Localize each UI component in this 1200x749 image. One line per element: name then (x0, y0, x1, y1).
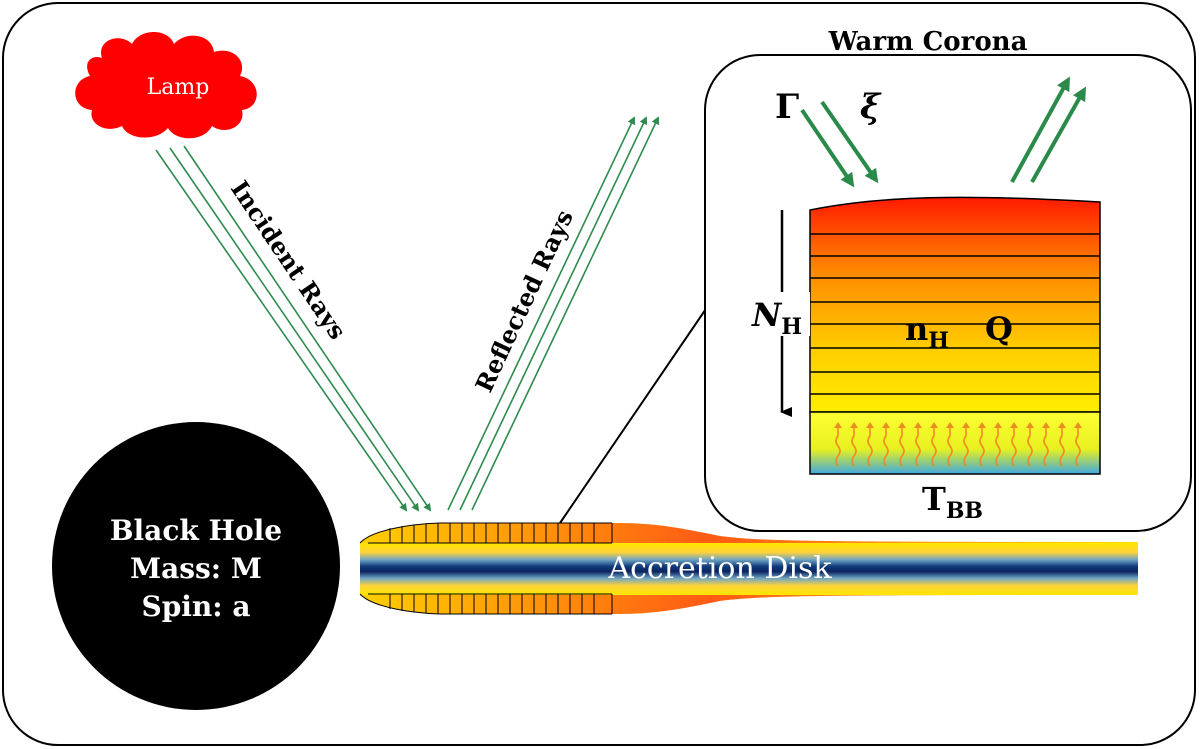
incident-rays (155, 145, 432, 512)
xi-label: ξ (860, 87, 882, 127)
temperature-label: TBB (922, 480, 983, 524)
lamp-cloud: Lamp (75, 32, 257, 139)
lamp-label: Lamp (147, 75, 210, 100)
corona-incoming-arrows (800, 100, 879, 188)
black-hole-spin: Spin: a (141, 590, 250, 623)
black-hole-mass: Mass: M (130, 552, 262, 585)
accretion-disk-label: Accretion Disk (607, 551, 832, 586)
density-label: nH (905, 310, 949, 354)
reflected-rays (447, 116, 660, 511)
blackbody-photons (835, 426, 1081, 467)
column-density-label: NH (751, 296, 802, 340)
warm-corona-panel: Warm Corona Γ ξ (704, 27, 1192, 532)
accretion-disk: Accretion Disk (359, 522, 1138, 615)
black-hole-title: Black Hole (110, 514, 282, 547)
corona-outgoing-arrows (1010, 76, 1086, 183)
warm-corona-title: Warm Corona (828, 27, 1028, 57)
blackbody-layer (809, 411, 1101, 475)
gamma-label: Γ (775, 87, 799, 127)
heating-label: Q (985, 310, 1013, 348)
black-hole: Black Hole Mass: M Spin: a (52, 422, 340, 710)
corona-slab (809, 196, 1101, 475)
zoom-connector (559, 299, 713, 524)
